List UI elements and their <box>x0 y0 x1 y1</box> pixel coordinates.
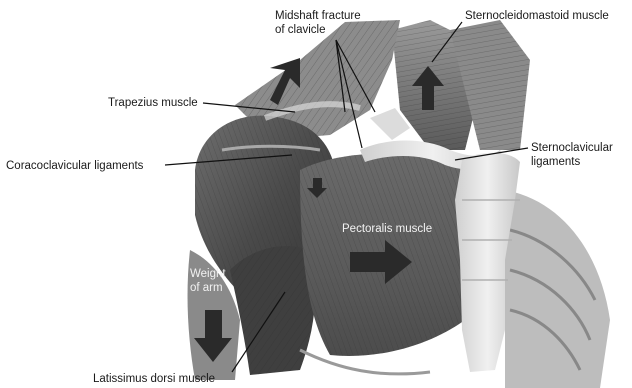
label-coracoclavicular: Coracoclavicular ligaments <box>6 159 143 173</box>
label-pectoralis: Pectoralis muscle <box>342 222 432 236</box>
label-latissimus-dorsi: Latissimus dorsi muscle <box>93 372 215 386</box>
label-sternoclavicular: Sternoclavicular ligaments <box>531 141 613 169</box>
label-midshaft-fracture: Midshaft fracture of clavicle <box>275 9 361 37</box>
label-sternocleidomastoid: Sternocleidomastoid muscle <box>465 9 609 23</box>
label-weight-of-arm: Weight of arm <box>190 267 226 295</box>
neck-muscles <box>392 20 530 150</box>
label-trapezius: Trapezius muscle <box>108 96 198 110</box>
